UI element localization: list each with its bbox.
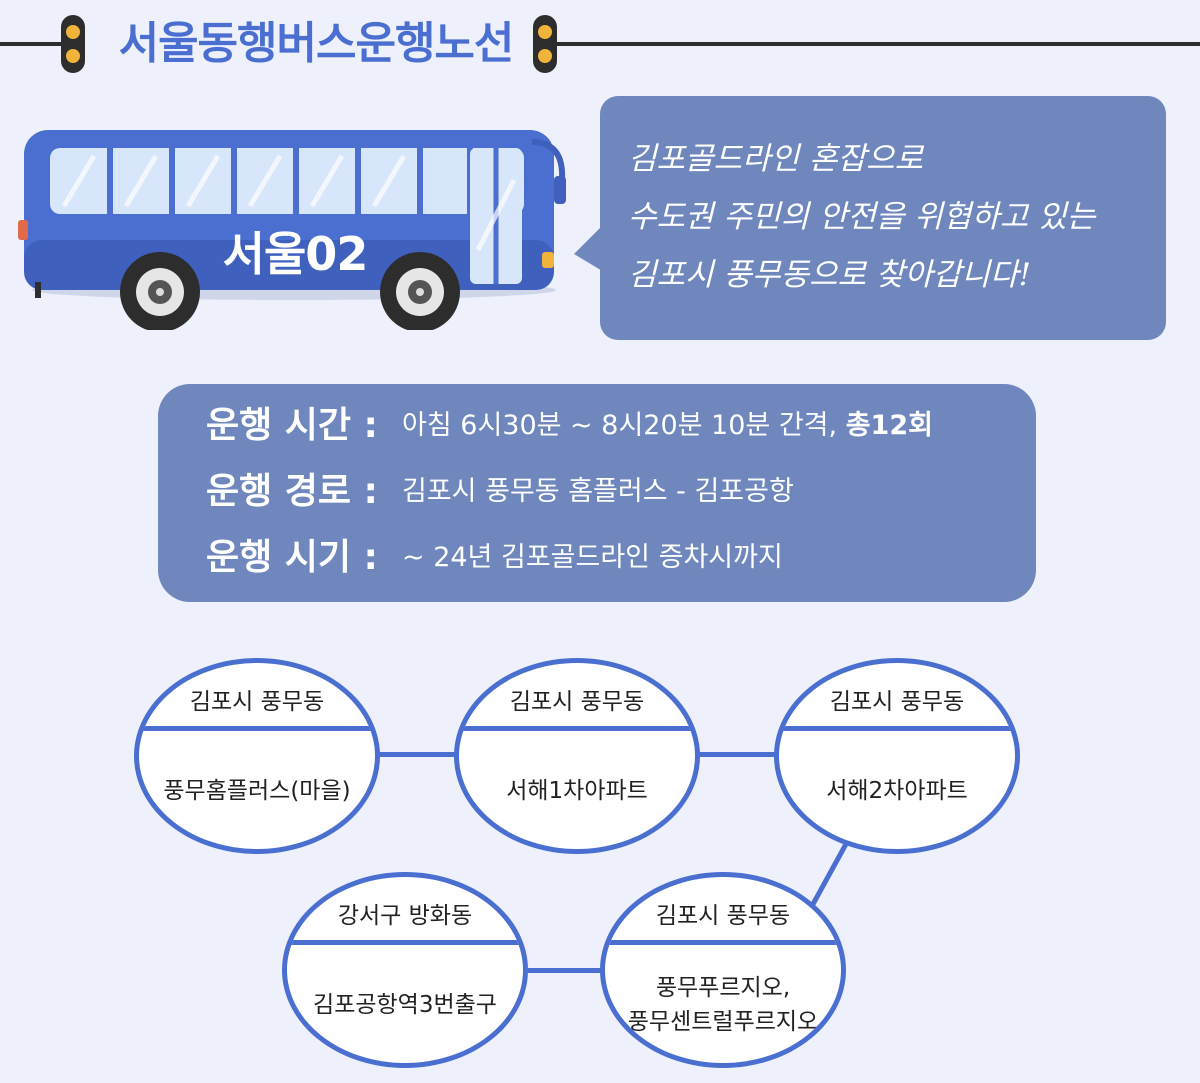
speech-bubble-text: 김포골드라인 혼잡으로 수도권 주민의 안전을 위협하고 있는 김포시 풍무동으…	[628, 130, 1148, 304]
stop-divider	[779, 726, 1015, 731]
stop-area: 김포시 풍무동	[189, 689, 325, 715]
header-line-left	[0, 42, 70, 46]
info-label: 운행 시기 :	[206, 537, 378, 578]
bubble-line: 수도권 주민의 안전을 위협하고 있는	[628, 199, 1096, 235]
stop-pungmu-homeplus: 김포시 풍무동 풍무홈플러스(마을)	[134, 658, 380, 854]
stop-seohae-1: 김포시 풍무동 서해1차아파트	[454, 658, 700, 854]
traffic-light-left-icon	[61, 15, 85, 73]
bubble-line: 김포골드라인 혼잡으로	[628, 141, 924, 177]
info-value-text: 아침 6시30분 ~ 8시20분 10분 간격,	[402, 410, 838, 441]
route-connector	[528, 968, 604, 973]
bubble-line: 김포시 풍무동으로 찾아갑니다!	[628, 257, 1031, 293]
route-connector	[376, 752, 460, 757]
info-value-bold: 총12회	[845, 410, 933, 441]
stop-name: 서해1차아파트	[469, 741, 685, 841]
stop-name: 서해2차아파트	[789, 741, 1005, 841]
speech-bubble	[600, 96, 1166, 340]
stop-name: 풍무홈플러스(마을)	[149, 741, 365, 841]
stop-area: 김포시 풍무동	[829, 689, 965, 715]
stop-name: 김포공항역3번출구	[297, 955, 513, 1055]
route-connector-diagonal	[809, 842, 849, 908]
stop-area: 강서구 방화동	[337, 903, 473, 929]
stop-name-line: 풍무푸르지오,	[655, 975, 791, 1001]
info-value: 아침 6시30분 ~ 8시20분 10분 간격, 총12회	[402, 396, 933, 456]
service-info-panel	[158, 384, 1036, 602]
stop-area: 김포시 풍무동	[509, 689, 645, 715]
info-label: 운행 시간 :	[206, 405, 378, 446]
stop-name: 풍무푸르지오, 풍무센트럴푸르지오	[615, 955, 831, 1055]
route-connector	[696, 752, 780, 757]
stop-divider	[605, 940, 841, 945]
bus-illustration	[18, 130, 566, 330]
bus-route-label: 서울02	[222, 227, 369, 281]
stop-name-text: 김포공항역3번출구	[313, 992, 497, 1018]
stop-gimpo-airport-exit3: 강서구 방화동 김포공항역3번출구	[282, 872, 528, 1068]
header-line-right	[548, 42, 1200, 46]
stop-divider	[139, 726, 375, 731]
stop-area: 김포시 풍무동	[655, 903, 791, 929]
info-value: 김포시 풍무동 홈플러스 - 김포공항	[402, 476, 794, 507]
stop-name-text: 서해2차아파트	[826, 778, 968, 804]
stop-divider	[459, 726, 695, 731]
stop-name-text: 서해1차아파트	[506, 778, 648, 804]
stop-divider	[287, 940, 523, 945]
stop-seohae-2: 김포시 풍무동 서해2차아파트	[774, 658, 1020, 854]
stop-name-line: 풍무센트럴푸르지오	[627, 1009, 819, 1035]
stop-pungmu-prugio: 김포시 풍무동 풍무푸르지오, 풍무센트럴푸르지오	[600, 872, 846, 1068]
stop-name-text: 풍무홈플러스(마을)	[163, 778, 351, 804]
page-title: 서울동행버스운행노선	[118, 18, 515, 69]
info-value: ~ 24년 김포골드라인 증차시까지	[402, 542, 783, 573]
traffic-light-right-icon	[533, 15, 557, 73]
info-label: 운행 경로 :	[206, 471, 378, 512]
